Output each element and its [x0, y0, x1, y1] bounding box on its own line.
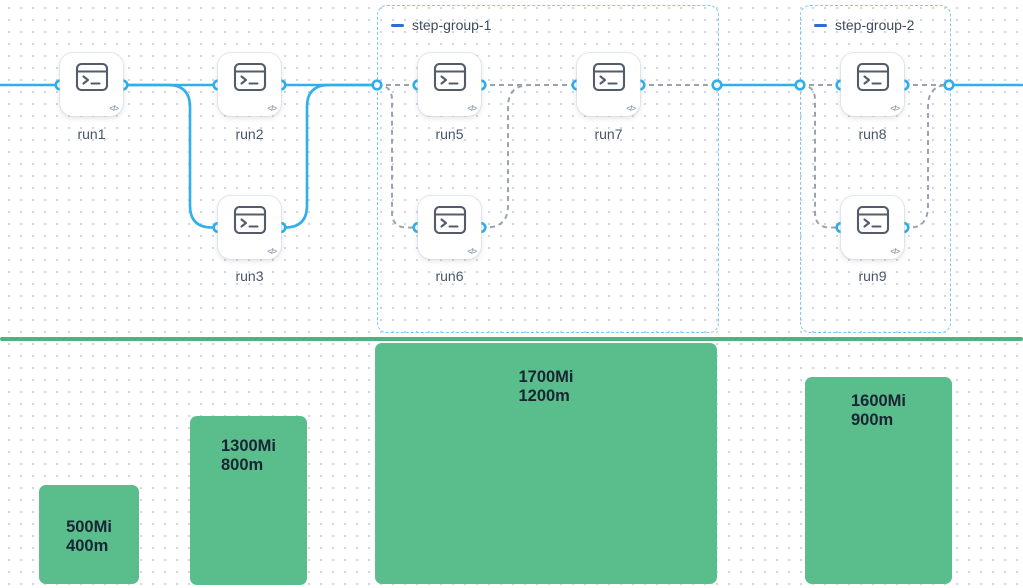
- node-label-run3: run3: [235, 268, 264, 284]
- node-run5[interactable]: </>: [418, 53, 481, 116]
- terminal-icon: [856, 62, 889, 92]
- code-icon: </>: [267, 104, 277, 113]
- node-label-run1: run1: [77, 126, 106, 142]
- node-label-run6: run6: [435, 268, 464, 284]
- resource-bar-label: 1600Mi 900m: [851, 392, 906, 430]
- port-group1-in[interactable]: [371, 79, 383, 91]
- code-icon: </>: [109, 104, 119, 113]
- node-label-run2: run2: [235, 126, 264, 142]
- terminal-icon: [433, 205, 466, 235]
- step-group-label: step-group-1: [412, 17, 492, 33]
- node-label-run8: run8: [858, 126, 887, 142]
- code-icon: </>: [467, 104, 477, 113]
- resource-bar-label: 1700Mi 1200m: [518, 368, 573, 406]
- node-run2[interactable]: </>: [218, 53, 281, 116]
- node-run6[interactable]: </>: [418, 196, 481, 259]
- step-group-label: step-group-2: [835, 17, 915, 33]
- step-group-1-header: step-group-1: [391, 17, 491, 33]
- terminal-icon: [433, 62, 466, 92]
- memory-value: 1600Mi: [850, 392, 907, 410]
- code-icon: </>: [626, 104, 636, 113]
- node-run8[interactable]: </>: [841, 53, 904, 116]
- terminal-icon: [233, 62, 266, 92]
- code-icon: </>: [890, 247, 900, 256]
- edges-layer: [0, 79, 1023, 234]
- step-group-1-box[interactable]: step-group-1: [377, 5, 719, 333]
- resource-bar-step-group-2: 1600Mi 900m: [805, 377, 952, 584]
- cpu-value: 900m: [850, 411, 894, 429]
- resource-bar-run1: 500Mi 400m: [39, 485, 139, 584]
- memory-value: 1700Mi: [518, 368, 574, 386]
- edge-run1-run3: [123, 83, 218, 229]
- code-icon: </>: [467, 247, 477, 256]
- resource-bar-run2-run3: 1300Mi 800m: [190, 416, 307, 585]
- resource-bar-label: 1300Mi 800m: [221, 437, 276, 475]
- resource-bar-step-group-1: 1700Mi 1200m: [375, 343, 717, 584]
- edge-group2-run9: [799, 84, 841, 229]
- node-label-run9: run9: [858, 268, 887, 284]
- resource-divider: [0, 337, 1023, 341]
- port-group2-out[interactable]: [943, 79, 955, 91]
- terminal-icon: [233, 205, 266, 235]
- port-group2-in[interactable]: [794, 79, 806, 91]
- node-run9[interactable]: </>: [841, 196, 904, 259]
- collapse-dash-icon[interactable]: [391, 23, 404, 27]
- code-icon: </>: [890, 104, 900, 113]
- edge-run3-merge: [281, 83, 377, 229]
- node-run7[interactable]: </>: [577, 53, 640, 116]
- step-group-2-header: step-group-2: [814, 17, 914, 33]
- memory-value: 1300Mi: [220, 437, 277, 455]
- edge-run6-merge: [481, 84, 531, 229]
- terminal-icon: [856, 205, 889, 235]
- resource-bar-label: 500Mi 400m: [66, 518, 112, 556]
- terminal-icon: [592, 62, 625, 92]
- node-label-run7: run7: [594, 126, 623, 142]
- step-group-2-box[interactable]: step-group-2: [800, 5, 951, 333]
- edge-run9-merge: [904, 84, 949, 229]
- node-label-run5: run5: [435, 126, 464, 142]
- collapse-dash-icon[interactable]: [814, 23, 827, 27]
- cpu-value: 400m: [66, 537, 109, 555]
- node-run3[interactable]: </>: [218, 196, 281, 259]
- cpu-value: 1200m: [518, 387, 570, 405]
- cpu-value: 800m: [220, 456, 264, 474]
- memory-value: 500Mi: [66, 518, 112, 536]
- node-run1[interactable]: </>: [60, 53, 123, 116]
- port-group1-out[interactable]: [711, 79, 723, 91]
- terminal-icon: [75, 62, 108, 92]
- edge-group1-run6: [376, 84, 418, 229]
- code-icon: </>: [267, 247, 277, 256]
